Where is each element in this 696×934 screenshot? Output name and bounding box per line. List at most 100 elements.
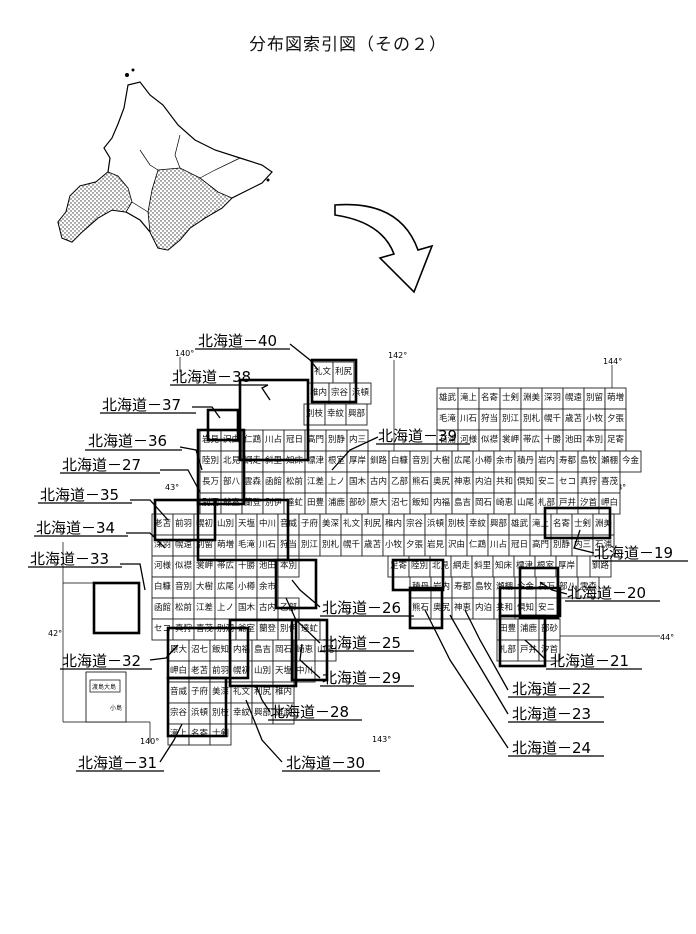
label-sheet-32: 北海道－32 <box>62 652 141 670</box>
island-small-label: 小島 <box>110 704 122 712</box>
label-sheet-24: 北海道－24 <box>512 739 591 757</box>
map-sheet-name: 岡石 <box>275 645 292 655</box>
coord-144-top: 144° <box>603 357 622 366</box>
map-sheet-name: 本別 <box>586 434 603 445</box>
label-sheet-33: 北海道－33 <box>30 550 109 568</box>
map-sheet-name: 前羽 <box>175 518 192 529</box>
map-sheet-name: 根室 <box>537 560 555 571</box>
block-24 <box>408 586 444 630</box>
map-sheet-name: 池田 <box>565 434 582 445</box>
label-sheet-21: 北海道－21 <box>550 652 629 670</box>
map-sheet-name: 帯広 <box>523 434 541 445</box>
map-sheet-name: 神恵 <box>454 476 472 487</box>
map-sheet-name: 白糠 <box>154 581 172 592</box>
map-sheet-name: 裳岬 <box>502 434 519 445</box>
map-sheet-name: 古内 <box>370 476 387 487</box>
map-sheet-name: 札部 <box>538 497 556 508</box>
map-sheet-name: 原大 <box>370 497 388 508</box>
map-sheet-name: 雲森 <box>580 581 598 592</box>
map-sheet-name: 内三 <box>349 434 366 445</box>
map-sheet-name: 崎恵 <box>296 644 314 655</box>
map-sheet-name: 稚内 <box>385 518 402 529</box>
map-sheet-name: 興部 <box>254 707 272 718</box>
map-sheet-name: 別静 <box>553 539 571 550</box>
map-sheet-name: 蘭登 <box>259 623 277 634</box>
map-sheet-name: 狩当 <box>481 413 498 424</box>
map-sheet-name: 名寄 <box>481 392 499 403</box>
map-sheet-name: 幌初 <box>196 518 213 529</box>
coord-43-left: 43° <box>165 483 179 492</box>
map-sheet-name: 礼文 <box>314 366 332 377</box>
map-sheet-name: 今金 <box>622 455 640 466</box>
map-sheet-name: 興部 <box>348 408 366 419</box>
map-sheet-name: 共和 <box>496 603 513 613</box>
map-sheet-name: 田豊 <box>499 623 517 634</box>
map-sheet-name: 高門 <box>307 434 324 445</box>
label-sheet-35: 北海道－35 <box>40 486 119 504</box>
map-sheet-name: 岬白 <box>170 665 187 676</box>
map-sheet-name: 士剣 <box>502 392 519 403</box>
map-sheet-name: 子府 <box>191 686 209 697</box>
label-sheet-40: 北海道－40 <box>198 332 277 350</box>
map-sheet-name: 別札 <box>523 413 541 424</box>
map-sheet-name: 滝上 <box>170 728 188 739</box>
map-sheet-name: 岩内 <box>433 581 450 592</box>
map-sheet-name: 戸井 <box>559 497 576 508</box>
map-sheet-name: 別留 <box>196 539 213 550</box>
map-sheet-name: 山別 <box>217 518 234 529</box>
label-sheet-22: 北海道－22 <box>512 680 591 698</box>
leader-lines <box>120 343 595 763</box>
map-sheet-name: 興部 <box>490 518 508 529</box>
map-sheet-name: セコ <box>154 624 171 634</box>
map-sheet-name: 淵美 <box>595 518 613 529</box>
map-sheet-name: 部砂 <box>349 497 367 508</box>
map-sheet-name: 沼七 <box>191 645 209 655</box>
coord-44-right: 44° <box>660 633 674 642</box>
map-sheet-name: 今金 <box>517 581 535 592</box>
map-sheet-name: 本別 <box>280 560 297 571</box>
map-sheet-name: 萌増 <box>607 392 624 403</box>
map-sheet-name: 広尾 <box>217 581 235 592</box>
map-sheet-name: 古内 <box>259 602 276 613</box>
map-sheet-name: 夕張 <box>406 539 424 550</box>
map-sheet-name: 安ニ <box>538 602 555 613</box>
map-sheet-name: 白糠 <box>391 455 409 466</box>
map-sheet-name: 神恵 <box>454 602 472 613</box>
map-sheet-name: 高門 <box>532 539 549 550</box>
map-sheet-name: 幌遠 <box>565 392 583 403</box>
map-sheet-name: 似襟 <box>481 434 499 445</box>
map-sheet-name: 真狩 <box>580 476 598 487</box>
label-sheet-23: 北海道－23 <box>512 705 591 723</box>
map-sheet-name: 幌初 <box>233 665 250 676</box>
map-sheet-name: 達虻 <box>286 497 304 508</box>
map-sheet-name: 河様 <box>154 560 172 571</box>
map-sheet-name: 滝上 <box>460 392 478 403</box>
label-sheet-28: 北海道－28 <box>270 703 349 721</box>
map-sheet-name: 利尻 <box>254 686 272 697</box>
map-sheet-cell <box>272 702 295 725</box>
label-sheet-20: 北海道－20 <box>567 584 646 602</box>
label-sheet-39: 北海道－39 <box>378 427 457 445</box>
map-sheet-name: 飯知 <box>412 497 429 508</box>
island-inset: 渡島大島 小島 <box>85 671 127 723</box>
map-sheet-name: 幌遠 <box>175 539 193 550</box>
map-sheet-name: 足寄 <box>607 434 625 445</box>
map-sheet-name: 萌増 <box>217 539 234 550</box>
map-sheet-cell <box>345 403 368 426</box>
map-sheet-name: 音別 <box>412 455 429 466</box>
map-sheet-name: 川石 <box>460 414 477 424</box>
map-sheet-name: 熊石 <box>412 602 429 613</box>
map-sheet-name: 雄武 <box>439 392 457 403</box>
map-sheet-name: 幌千 <box>343 539 361 550</box>
block-20 <box>518 566 560 620</box>
map-sheet-name: 寿都 <box>559 455 577 466</box>
map-sheet-name: 小樽 <box>475 455 493 466</box>
rebun-island-dot <box>131 68 135 72</box>
block-26 <box>391 558 445 592</box>
map-sheet-name: 幸紋 <box>233 707 251 718</box>
label-sheet-34: 北海道－34 <box>36 519 115 537</box>
map-sheet-name: 浦鹿 <box>328 497 346 508</box>
coord-42-left: 42° <box>48 629 62 638</box>
map-sheet-name: 冠日 <box>286 435 303 445</box>
map-sheet-name: 老苫 <box>154 518 171 529</box>
